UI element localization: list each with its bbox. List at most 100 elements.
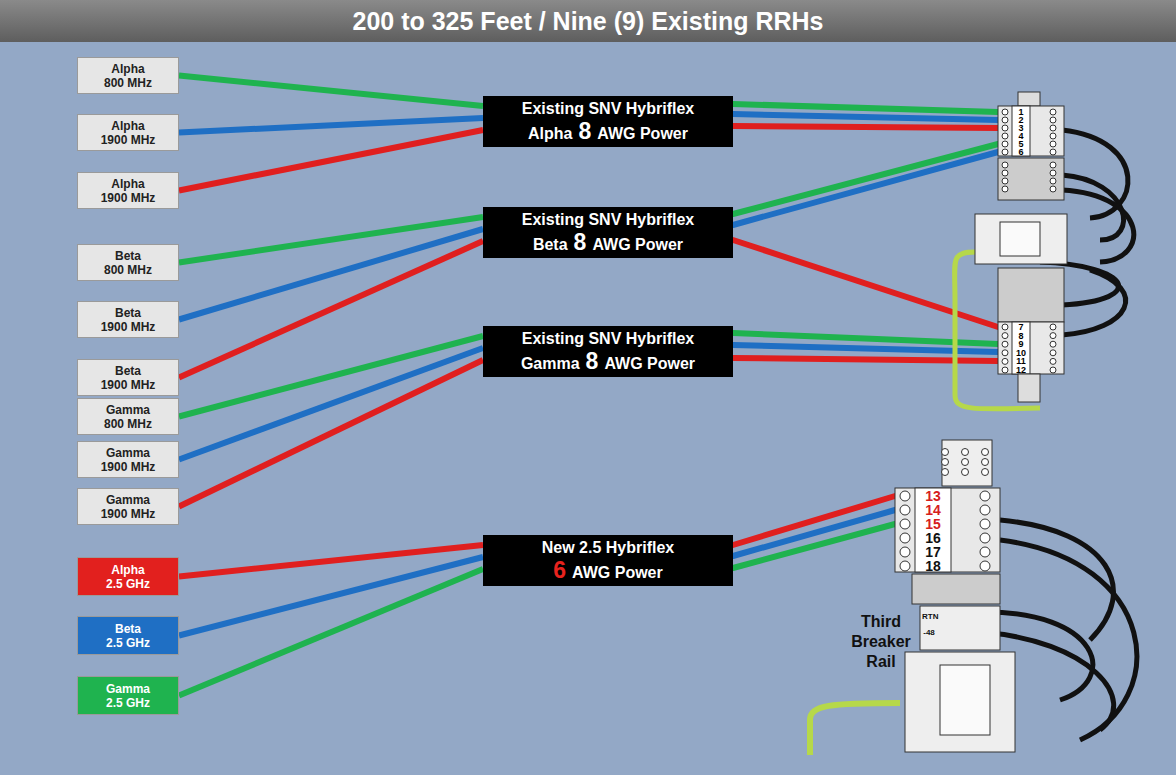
power-text: Beta [533, 234, 568, 256]
page-title: 200 to 325 Feet / Nine (9) Existing RRHs [0, 0, 1176, 42]
rrh-text: 1900 MHz [101, 507, 156, 521]
terminal-screw [1002, 162, 1008, 168]
breaker-module [905, 652, 1015, 752]
rrh-text: Alpha [111, 62, 144, 76]
hybriflex-box: Existing SNV HybriflexAlpha 8 AWG Power [483, 96, 733, 147]
rrh-text: 1900 MHz [101, 460, 156, 474]
feed-line [179, 348, 483, 460]
rrh-text: 2.5 GHz [106, 577, 150, 591]
terminal-screw [900, 491, 910, 501]
terminal-screw [980, 491, 990, 501]
hybriflex-box: Existing SNV HybriflexBeta8AWG Power [483, 207, 733, 258]
terminal-screw [1050, 358, 1056, 364]
rrh-text: Alpha [111, 119, 144, 133]
rrh-box: Beta1900 MHz [77, 301, 179, 338]
rrh-text: 800 MHz [104, 263, 152, 277]
rail-label: Third Breaker Rail [836, 612, 926, 672]
rrh-text: Gamma [106, 403, 150, 417]
rrh-box: Gamma800 MHz [77, 398, 179, 435]
power-text: AWG Power [592, 234, 683, 256]
rrh-box: Beta2.5 GHz [77, 616, 179, 655]
power-text: AWG Power [597, 123, 688, 145]
terminal-number: 17 [917, 544, 949, 560]
feed-line [179, 229, 483, 320]
terminal-block [975, 92, 1067, 402]
terminal-screw [962, 469, 969, 476]
terminal-screw [1050, 141, 1056, 147]
hybriflex-box: New 2.5 Hybriflex6AWG Power [483, 535, 733, 586]
terminal-screw [1050, 133, 1056, 139]
rrh-box: Alpha1900 MHz [77, 114, 179, 151]
rrh-box: Alpha2.5 GHz [77, 557, 179, 596]
terminal-screw [942, 459, 949, 466]
terminal-screw [1002, 133, 1008, 139]
terminal-screw [962, 449, 969, 456]
terminal-screw [1050, 109, 1056, 115]
terminal-number: 6 [1014, 147, 1028, 157]
cable-name: New 2.5 Hybriflex [542, 537, 675, 559]
terminal-screw [1050, 162, 1056, 168]
breaker-text: -48 [922, 628, 936, 638]
terminal-screw [1050, 170, 1056, 176]
rrh-text: Gamma [106, 682, 150, 696]
terminal-screw [1002, 178, 1008, 184]
terminal-screw [1050, 333, 1056, 339]
hybriflex-box: Existing SNV HybriflexGamma8AWG Power [483, 326, 733, 377]
terminal-screw [1002, 125, 1008, 131]
feed-line [179, 118, 483, 133]
rrh-box: Alpha800 MHz [77, 57, 179, 94]
terminal-screw [1002, 186, 1008, 192]
title-bar [0, 0, 1176, 42]
feed-line [179, 557, 483, 636]
power-line: Alpha 8 AWG Power [528, 120, 688, 145]
terminal-screw [1002, 170, 1008, 176]
terminal-screw [1050, 341, 1056, 347]
terminal-screw [1050, 117, 1056, 123]
rrh-text: 1900 MHz [101, 378, 156, 392]
power-line: Beta 8AWG Power [533, 231, 683, 256]
terminal-number: 7 [1014, 322, 1028, 332]
power-text: Alpha [528, 123, 572, 145]
terminal-screw [1002, 324, 1008, 330]
terminal-number: 9 [1014, 339, 1028, 349]
terminal-screw [1050, 149, 1056, 155]
terminal-screw [980, 533, 990, 543]
terminal-screw [1002, 149, 1008, 155]
terminal-number: 18 [917, 558, 949, 574]
terminal-screw [980, 561, 990, 571]
rrh-text: Alpha [111, 177, 144, 191]
terminal-number: 14 [917, 502, 949, 518]
rrh-text: Beta [115, 622, 141, 636]
terminal-number: 10 [1014, 348, 1028, 358]
rrh-text: 1900 MHz [101, 191, 156, 205]
terminal-screw [1002, 109, 1008, 115]
rrh-text: Gamma [106, 446, 150, 460]
terminal-screw [900, 505, 910, 515]
breaker-module [920, 606, 1000, 650]
terminal-screw [982, 469, 989, 476]
terminal-screw [1002, 333, 1008, 339]
terminal-number: 16 [917, 530, 949, 546]
terminal-screw [980, 547, 990, 557]
terminal-screw [1002, 358, 1008, 364]
wire-gauge: 8 [578, 120, 591, 142]
terminal-screw [1050, 186, 1056, 192]
power-text: Gamma [521, 353, 580, 375]
terminal-screw [900, 519, 910, 529]
rrh-text: Alpha [111, 563, 144, 577]
terminal-screw [900, 547, 910, 557]
terminal-screw [1002, 367, 1008, 373]
power-text: AWG Power [604, 353, 695, 375]
terminal-block [895, 440, 1015, 752]
cable-name: Existing SNV Hybriflex [522, 98, 695, 120]
terminal-number: 13 [917, 488, 949, 504]
rrh-box: Beta1900 MHz [77, 359, 179, 396]
power-text: AWG Power [572, 562, 663, 584]
terminal-screw [1050, 367, 1056, 373]
terminal-screw [962, 459, 969, 466]
wire-gauge: 8 [574, 231, 587, 253]
cable-name: Existing SNV Hybriflex [522, 328, 695, 350]
feed-line [179, 360, 483, 507]
rrh-text: Gamma [106, 493, 150, 507]
ground-wire [810, 703, 900, 755]
